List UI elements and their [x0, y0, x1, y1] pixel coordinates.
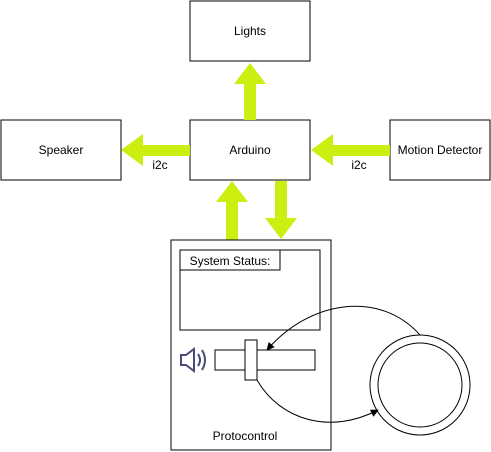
protocontrol-label: Protocontrol: [213, 429, 278, 443]
system-status-panel: System Status:: [179, 249, 321, 331]
arduino-node: Arduino: [189, 119, 311, 181]
i2c-label-speaker: i2c: [152, 158, 167, 172]
volume-slider[interactable]: [214, 339, 316, 381]
slider-track[interactable]: [214, 349, 316, 371]
system-status-label: System Status:: [190, 254, 271, 268]
speaker-volume-icon: [180, 347, 206, 373]
i2c-label-motion: i2c: [351, 158, 366, 172]
rotary-knob-icon[interactable]: [369, 334, 471, 436]
arrow-arduino-to-lights: [234, 63, 266, 120]
motion-detector-label: Motion Detector: [398, 143, 483, 157]
curve-slider-to-knob: [256, 379, 379, 423]
arduino-label: Arduino: [229, 143, 271, 157]
arrow-motion-to-arduino: [311, 134, 390, 166]
arrow-protocontrol-to-arduino: [216, 181, 248, 240]
motion-detector-node: Motion Detector: [389, 119, 491, 181]
lights-node: Lights: [189, 0, 311, 62]
speaker-node: Speaker: [0, 119, 122, 181]
lights-label: Lights: [234, 24, 266, 38]
curve-knob-to-slider: [266, 305, 421, 351]
speaker-label: Speaker: [39, 143, 84, 157]
arrow-arduino-to-protocontrol: [265, 181, 297, 239]
slider-thumb[interactable]: [244, 339, 258, 381]
arrow-arduino-to-speaker: [121, 134, 190, 166]
